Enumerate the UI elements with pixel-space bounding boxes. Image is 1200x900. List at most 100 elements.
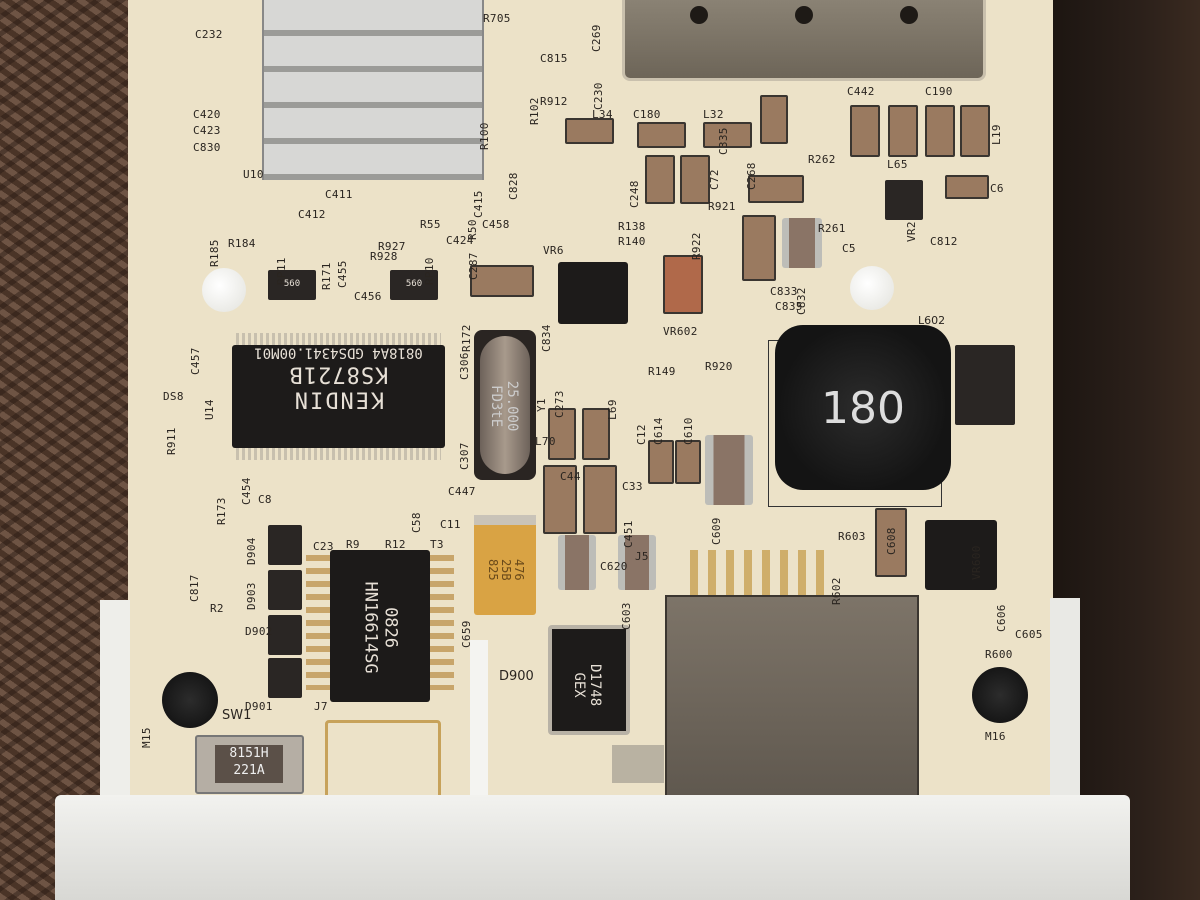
switch-part: 8151H: [229, 746, 269, 761]
silkscreen-label: M15: [140, 727, 153, 748]
silkscreen-label: R50: [466, 219, 479, 240]
kendin-ethernet-chip: KENDIN KS8721B 0818A4 GDS4341.00M01: [232, 333, 445, 460]
silkscreen-label: C8: [258, 493, 272, 506]
rj45-pins: [690, 550, 830, 595]
screw-m16: [972, 667, 1028, 723]
diode-d901: [268, 658, 302, 698]
diode-code: GEX: [571, 672, 587, 698]
silkscreen-label: C455: [336, 260, 349, 288]
silkscreen-label: C609: [710, 517, 723, 545]
chip-lot-code: 0818A4 GDS4341.00M01: [254, 345, 423, 362]
silkscreen-label: C659: [460, 620, 473, 648]
silkscreen-label: C817: [188, 574, 201, 602]
smd-component: [637, 122, 686, 148]
plastic-case-front: [55, 795, 1130, 900]
switch-ref-label: SW1: [222, 708, 252, 723]
silkscreen-label: U14: [203, 399, 216, 420]
heatsink: [262, 0, 484, 180]
smd-component: [565, 118, 614, 144]
silkscreen-label: C6: [990, 182, 1004, 195]
silkscreen-label: Y1: [535, 398, 548, 412]
silkscreen-label: R261: [818, 222, 846, 235]
smd-component: [703, 122, 752, 148]
resistor-network-rp10: 560: [390, 270, 438, 300]
silkscreen-label: R149: [648, 365, 676, 378]
reset-switch[interactable]: 8151H 221A: [195, 735, 304, 794]
silkscreen-label: R102: [528, 97, 541, 125]
chip-part-number: KS8721B: [288, 361, 389, 387]
smd-component: [748, 175, 804, 203]
transformer-pins: [428, 555, 454, 690]
silkscreen-label: C230: [592, 82, 605, 110]
silkscreen-label: C456: [354, 290, 382, 303]
smd-component: [680, 155, 710, 204]
silkscreen-label: R140: [618, 235, 646, 248]
silkscreen-label: C605: [1015, 628, 1043, 641]
smd-component: [675, 440, 701, 484]
silkscreen-label: R262: [808, 153, 836, 166]
silkscreen-label: T3: [430, 538, 444, 551]
smd-component: [960, 105, 990, 157]
silkscreen-label: R911: [165, 427, 178, 455]
silkscreen-label: M16: [985, 730, 1006, 743]
silkscreen-label: R12: [385, 538, 406, 551]
smd-component: [648, 440, 674, 484]
power-inductor: 180: [775, 325, 951, 490]
silkscreen-label: C451: [622, 520, 635, 548]
transformer-pins: [306, 555, 332, 690]
smd-component: [850, 105, 880, 157]
silkscreen-label: R705: [483, 12, 511, 25]
silkscreen-label: VR600: [970, 545, 983, 580]
silkscreen-label: C620: [600, 560, 628, 573]
smd-component: [760, 95, 788, 144]
silkscreen-label: C815: [540, 52, 568, 65]
chip-pins: [236, 448, 441, 460]
resistor-network-rp11: 560: [268, 270, 316, 300]
silkscreen-label: C458: [482, 218, 510, 231]
silkscreen-label: VR602: [663, 325, 698, 338]
diode-d904: [268, 525, 302, 565]
silkscreen-label: C411: [325, 188, 353, 201]
silkscreen-label: R184: [228, 237, 256, 250]
silkscreen-label: R912: [540, 95, 568, 108]
silkscreen-label: R100: [478, 122, 491, 150]
silkscreen-label: C442: [847, 85, 875, 98]
regulator-vr600: [925, 520, 997, 590]
smd-component: [645, 155, 675, 204]
smd-component: [548, 408, 576, 460]
silkscreen-label: D901: [245, 700, 273, 713]
shield-hole: [795, 6, 813, 24]
tantalum-value: 476: [511, 558, 526, 581]
screw-m15: [162, 672, 218, 728]
smd-component: [582, 408, 610, 460]
silkscreen-label: R928: [370, 250, 398, 263]
silkscreen-label: L34: [592, 108, 613, 121]
silkscreen-label: C306: [458, 352, 471, 380]
plastic-case-side: [100, 600, 130, 800]
silkscreen-label: R171: [320, 262, 333, 290]
smd-component: [955, 345, 1015, 425]
transformer-date: 0826: [380, 607, 401, 649]
silkscreen-label: RP11: [275, 257, 288, 285]
silkscreen-label: VR2: [905, 221, 918, 242]
smd-component: [583, 465, 617, 534]
silkscreen-label: R921: [708, 200, 736, 213]
silkscreen-label: D904: [245, 537, 258, 565]
ceramic-capacitor: [618, 535, 656, 590]
silkscreen-label: C190: [925, 85, 953, 98]
silkscreen-label: C603: [620, 602, 633, 630]
rp10-marking: 560: [405, 279, 423, 289]
ethernet-transformer: 0826 HN16614SG: [330, 550, 430, 702]
solder-tab: [612, 745, 664, 783]
smd-component: [663, 255, 703, 314]
smd-component: [470, 265, 534, 297]
silkscreen-label: D902: [245, 625, 273, 638]
silkscreen-label: R173: [215, 497, 228, 525]
silkscreen-label: C287: [467, 252, 480, 280]
silkscreen-label: C834: [540, 324, 553, 352]
silkscreen-label: C5: [842, 242, 856, 255]
regulator-vr6: [558, 262, 628, 324]
silkscreen-label: R9: [346, 538, 360, 551]
metal-shield: [622, 0, 986, 81]
regulator-vr2: [885, 180, 923, 220]
